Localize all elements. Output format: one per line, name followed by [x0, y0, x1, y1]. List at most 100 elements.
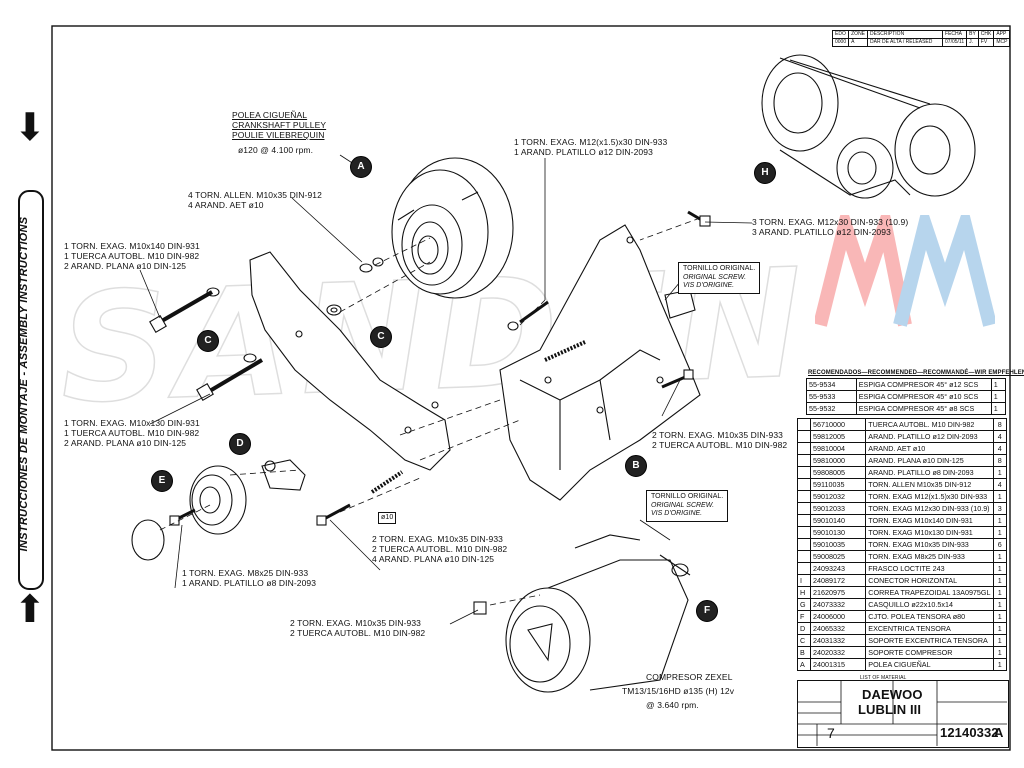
- quantity: 1: [992, 622, 1008, 635]
- callout-line-2: ORIGINAL SCREW.: [651, 501, 715, 509]
- part-number: 56710000: [809, 418, 867, 431]
- bolt-m10x140: [149, 287, 220, 333]
- part-number: 24089172: [809, 574, 867, 587]
- side-frame: [18, 190, 44, 590]
- rev-cell: FV: [977, 38, 995, 47]
- quantity: 1: [992, 610, 1008, 623]
- quantity: 3: [992, 502, 1008, 515]
- bubble-c-upper: C: [197, 330, 219, 352]
- callout-line-1: TORNILLO ORIGINAL.: [683, 265, 756, 272]
- rev-cell: ZONE: [848, 30, 869, 39]
- item-letter: A: [797, 658, 811, 671]
- stud-label: ø10: [378, 512, 397, 524]
- vehicle-name-line-2: LUBLIN III: [858, 702, 922, 717]
- note-m8-2: 1 ARAND. PLATILLO ø8 DIN-2093: [182, 578, 317, 588]
- revision-block: EDO ZONE DESCRIPTION FECHA BY CHK APP 00…: [831, 30, 1011, 47]
- screw-m12-right: [687, 210, 711, 227]
- bubble-h: H: [754, 162, 776, 184]
- crankshaft-pulley-part: [391, 157, 514, 299]
- callout-line-3: VIS D'ORIGINE.: [651, 510, 703, 517]
- part-number: 59110035: [809, 478, 867, 491]
- quantity: 1: [992, 586, 1008, 599]
- arrow-down-icon: ⬇: [14, 105, 46, 149]
- pulley-title-en: CRANKSHAFT PULLEY: [232, 120, 327, 130]
- bubble-f: F: [696, 600, 718, 622]
- rev-cell: BY: [966, 30, 979, 39]
- part-number: 24020332: [809, 646, 867, 659]
- part-number: 24031332: [809, 634, 867, 647]
- arrow-up-icon: ⬆: [14, 587, 46, 631]
- part-description: TORN. EXAG M12x30 DIN-933 (10.9): [865, 502, 994, 515]
- sheet-number: 7: [827, 725, 835, 741]
- quantity: 4: [992, 478, 1008, 491]
- title-block-grid: [797, 680, 1007, 746]
- bubble-e: E: [151, 470, 173, 492]
- bubble-d: D: [229, 433, 251, 455]
- part-description: TORN. EXAG M8x25 DIN-933: [865, 550, 994, 563]
- belt-layout-diagram: [761, 54, 976, 199]
- part-description: ARAND. AET ø10: [865, 442, 994, 455]
- bubble-b: B: [625, 455, 647, 477]
- rev-cell: EDO: [831, 30, 850, 39]
- part-number: 59010130: [809, 526, 867, 539]
- original-screw-callout-mid: TORNILLO ORIGINAL. ORIGINAL SCREW. VIS D…: [646, 490, 729, 522]
- part-description: CONECTOR HORIZONTAL: [865, 574, 994, 587]
- rev-cell: APP: [993, 30, 1011, 39]
- note-m10x130-3: 2 ARAND. PLANA ø10 DIN-125: [64, 438, 187, 448]
- note-m10bottom-2: 2 TUERCA AUTOBL. M10 DIN-982: [290, 628, 426, 638]
- quantity: 1: [992, 574, 1008, 587]
- part-description: TORN. ALLEN M10x35 DIN-912: [865, 478, 994, 491]
- item-letter: C: [797, 634, 811, 647]
- quantity: 4: [992, 430, 1008, 443]
- part-description: ESPIGA COMPRESOR 45° ø12 SCS: [855, 378, 992, 391]
- rev-cell: 07/05/11: [942, 38, 968, 47]
- original-screw-callout-top: TORNILLO ORIGINAL. ORIGINAL SCREW. VIS D…: [678, 262, 761, 294]
- part-description: EXCENTRICA TENSORA: [865, 622, 994, 635]
- quantity: 1: [990, 390, 1007, 403]
- title-block: [797, 680, 1009, 748]
- compressor-title: COMPRESOR ZEXEL: [646, 672, 733, 682]
- part-number: 59810000: [809, 454, 867, 467]
- note-m8-1: 1 TORN. EXAG. M8x25 DIN-933: [182, 568, 309, 578]
- item-letter: [797, 562, 811, 575]
- part-description: ESPIGA COMPRESOR 45° ø8 SCS: [855, 402, 992, 415]
- quantity: 1: [992, 490, 1008, 503]
- screw-m12-top: [507, 300, 549, 331]
- quantity: 1: [992, 598, 1008, 611]
- note-m10right-1: 2 TORN. EXAG. M10x35 DIN-933: [652, 430, 783, 440]
- note-allen-2: 4 ARAND. AET ø10: [188, 200, 264, 210]
- callout-line-3: VIS D'ORIGINE.: [683, 282, 735, 289]
- note-m12top-2: 1 ARAND. PLATILLO ø12 DIN-2093: [514, 147, 653, 157]
- note-allen-1: 4 TORN. ALLEN. M10x35 DIN-912: [188, 190, 322, 200]
- item-letter: B: [797, 646, 811, 659]
- part-description: SOPORTE COMPRESOR: [865, 646, 994, 659]
- note-m10x140-3: 2 ARAND. PLANA ø10 DIN-125: [64, 261, 187, 271]
- allen-bolt-and-washer: [359, 257, 384, 273]
- list-of-material-label: LIST OF MATERIAL: [860, 675, 907, 681]
- part-number: 59812005: [809, 430, 867, 443]
- part-description: CASQUILLO ø22x10.5x14: [865, 598, 994, 611]
- quantity: 1: [992, 526, 1008, 539]
- quantity: 1: [992, 514, 1008, 527]
- part-description: ESPIGA COMPRESOR 45° ø10 SCS: [855, 390, 992, 403]
- part-description: TORN. EXAG M12(x1.5)x30 DIN-933: [865, 490, 994, 503]
- part-number: 59810004: [809, 442, 867, 455]
- note-m10x130-1: 1 TORN. EXAG. M10x130 DIN-931: [64, 418, 200, 428]
